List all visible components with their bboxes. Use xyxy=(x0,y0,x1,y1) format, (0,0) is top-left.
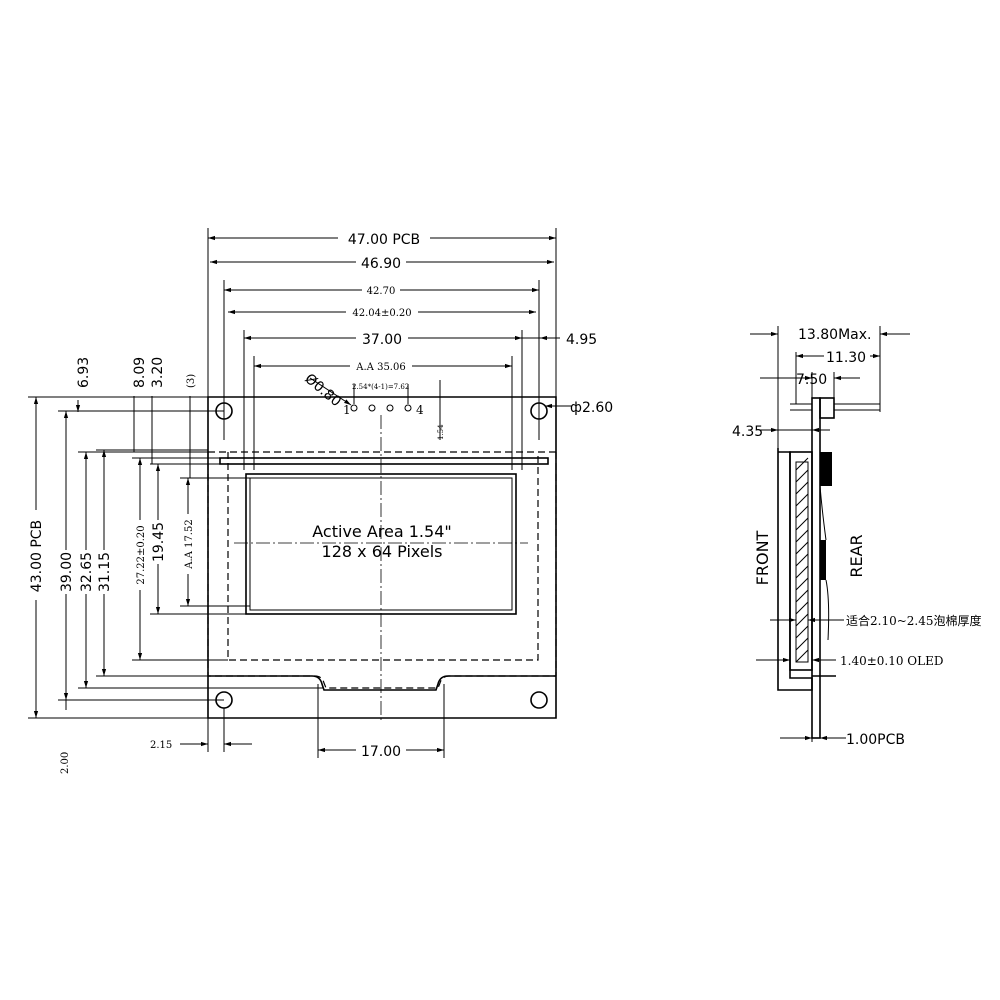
svg-text:31.15: 31.15 xyxy=(97,552,113,592)
dim-46-90: 46.90 xyxy=(210,254,554,272)
side-pin-header xyxy=(819,397,835,419)
foam-hatch xyxy=(795,457,809,663)
svg-text:3.20: 3.20 xyxy=(150,357,166,388)
svg-text:6.93: 6.93 xyxy=(76,357,92,388)
svg-text:27.22±0.20: 27.22±0.20 xyxy=(136,525,147,584)
side-pcb xyxy=(811,397,821,739)
svg-text:2.00: 2.00 xyxy=(60,752,71,774)
dim-42-04: 42.04±0.20 xyxy=(228,304,536,319)
svg-text:4.35: 4.35 xyxy=(732,424,763,440)
svg-text:46.90: 46.90 xyxy=(361,256,401,272)
svg-text:37.00: 37.00 xyxy=(362,332,402,348)
bottom-fpc-edge xyxy=(208,675,556,691)
svg-text:42.04±0.20: 42.04±0.20 xyxy=(352,308,411,319)
svg-text:8.09: 8.09 xyxy=(132,357,148,388)
svg-text:2.54*(4-1)=7.62: 2.54*(4-1)=7.62 xyxy=(352,383,409,391)
svg-text:适合2.10~2.45泡棉厚度: 适合2.10~2.45泡棉厚度 xyxy=(846,613,982,628)
dim-27-22: 27.22±0.20 xyxy=(132,457,228,661)
dim-active-width: A.A 35.06 xyxy=(253,356,513,470)
svg-text:1.54: 1.54 xyxy=(437,424,445,440)
svg-text:47.00 PCB: 47.00 PCB xyxy=(348,232,420,248)
svg-text:42.70: 42.70 xyxy=(367,286,396,297)
dim-13-80: 13.80Max. xyxy=(750,326,910,450)
dim-pin-pitch: 2.54*(4-1)=7.62 1.54 xyxy=(352,380,445,440)
active-area-title: Active Area 1.54" xyxy=(312,522,451,541)
svg-text:Ø0.80: Ø0.80 xyxy=(301,371,344,410)
svg-text:A.A 35.06: A.A 35.06 xyxy=(355,362,405,373)
dim-bottom-2-15: 2.15 xyxy=(150,708,252,752)
svg-text:2.15: 2.15 xyxy=(150,740,172,751)
svg-text:A.A 17.52: A.A 17.52 xyxy=(184,519,195,569)
svg-text:11.30: 11.30 xyxy=(826,350,866,366)
dim-42-70: 42.70 xyxy=(223,280,540,440)
dim-43-00: 43.00 PCB xyxy=(26,396,208,719)
mount-hole-br xyxy=(530,691,548,709)
front-view: 1 4 Active Area 1.54" 128 x 64 Pixels 47… xyxy=(26,228,613,774)
pin-label-1: 1 xyxy=(343,403,351,417)
side-component-2 xyxy=(820,540,826,580)
pin-hole-4 xyxy=(404,404,412,412)
dim-7-50: 7.50 xyxy=(760,372,860,400)
dim-bottom-17-00: 17.00 xyxy=(317,684,445,760)
svg-text:(3): (3) xyxy=(186,374,197,388)
dim-hole-dia: ф2.60 xyxy=(545,400,613,416)
front-label: FRONT xyxy=(753,530,772,585)
svg-text:4.95: 4.95 xyxy=(566,332,597,348)
pin-hole-3 xyxy=(386,404,394,412)
svg-text:43.00 PCB: 43.00 PCB xyxy=(29,520,45,592)
dim-pcb: 1.00PCB xyxy=(780,690,905,748)
viewing-frame xyxy=(219,457,549,465)
svg-text:ф2.60: ф2.60 xyxy=(570,400,613,416)
side-component-1 xyxy=(820,452,832,486)
svg-text:32.65: 32.65 xyxy=(79,552,95,592)
active-area-pixels: 128 x 64 Pixels xyxy=(322,542,443,561)
dim-47-00: 47.00 PCB xyxy=(207,228,557,398)
svg-text:19.45: 19.45 xyxy=(151,522,167,562)
dim-32-65: 32.65 xyxy=(76,451,324,689)
dim-foam: 适合2.10~2.45泡棉厚度 xyxy=(770,613,982,628)
pin-hole-2 xyxy=(368,404,376,412)
svg-text:17.00: 17.00 xyxy=(361,744,401,760)
side-view: 13.80Max. 11.30 7.50 4.35 适合2.10~2.45泡棉厚… xyxy=(732,326,982,748)
side-panel-body xyxy=(777,448,813,691)
svg-text:1.40±0.10 OLED: 1.40±0.10 OLED xyxy=(840,654,944,668)
glass-outline xyxy=(207,451,557,689)
dim-4-35: 4.35 xyxy=(732,424,830,440)
dim-39-00: 39.00 xyxy=(56,410,224,701)
dim-4-95: 4.95 xyxy=(540,332,597,348)
dim-bottom-2-00: 2.00 xyxy=(60,700,71,774)
dim-top-offsets: 6.93 8.09 3.20 (3) xyxy=(75,357,197,478)
dim-oled: 1.40±0.10 OLED xyxy=(756,654,944,668)
svg-text:13.80Max.: 13.80Max. xyxy=(798,327,871,343)
dim-19-45: 19.45 xyxy=(148,463,246,615)
pin-label-4: 4 xyxy=(416,403,424,417)
svg-text:39.00: 39.00 xyxy=(59,552,75,592)
pin-hole-1 xyxy=(350,404,358,412)
svg-text:1.00PCB: 1.00PCB xyxy=(846,732,905,748)
dim-37-00: 37.00 xyxy=(243,330,560,470)
inner-dashed-area xyxy=(227,452,539,661)
svg-text:7.50: 7.50 xyxy=(796,372,827,388)
dim-active-height: A.A 17.52 xyxy=(180,477,250,607)
rear-label: REAR xyxy=(847,534,866,577)
